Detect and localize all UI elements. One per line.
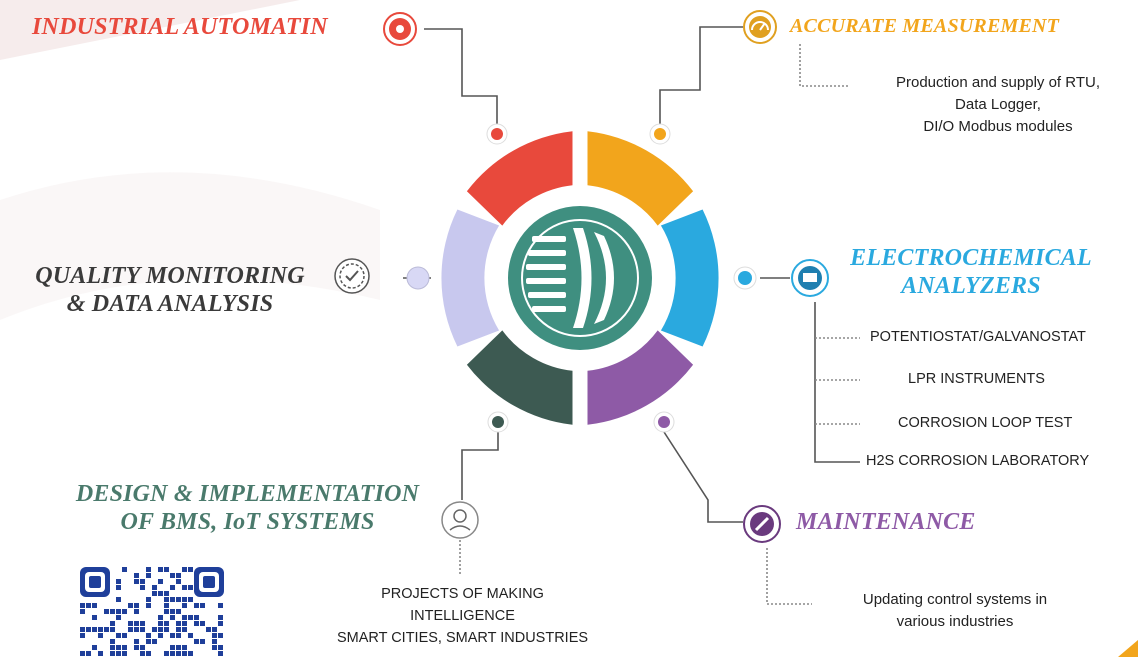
description-line: Updating control systems in (862, 591, 1048, 608)
analyzer-icon (791, 259, 829, 297)
electrochemical-analyzers-title: ELECTROCHEMICAL ANALYZERS (836, 244, 1106, 300)
connector-electro-spine (814, 302, 860, 463)
connector-dots (406, 123, 757, 433)
segment-industrial (466, 131, 573, 226)
title-line: & DATA ANALYSIS (66, 291, 274, 317)
segment-maintenance (587, 330, 694, 425)
description-line: Data Logger, (955, 96, 1041, 113)
gauge-icon (743, 10, 777, 44)
connector-design (461, 432, 499, 500)
connector-measurement-desc (799, 44, 850, 87)
design-bms-iot-title: DESIGN & IMPLEMENTATION OF BMS, IoT SYST… (55, 480, 440, 536)
list-item: H2S CORROSION LABORATORY (866, 453, 1090, 469)
gear-icon (383, 12, 417, 46)
design-bms-iot-description: PROJECTS OF MAKING INTELLIGENCE SMART CI… (300, 583, 625, 649)
segment-quality (441, 209, 500, 347)
connector-maintenance (663, 431, 743, 523)
segment-electro (660, 209, 719, 347)
accurate-measurement-description: Production and supply of RTU, Data Logge… (858, 72, 1138, 138)
background-wash-2 (0, 172, 380, 320)
badge-check-icon (334, 258, 370, 294)
description-line: various industries (896, 613, 1014, 630)
background-wash (0, 0, 300, 60)
title-line: QUALITY MONITORING (35, 263, 305, 289)
segment-design (466, 330, 573, 425)
maintenance-description: Updating control systems in various indu… (820, 589, 1090, 633)
corner-accent (1118, 640, 1138, 657)
ring-segments (441, 131, 719, 425)
network-icon (441, 501, 479, 539)
description-line: INTELLIGENCE (410, 608, 515, 624)
title-line: ANALYZERS (901, 273, 1041, 299)
segment-measurement (587, 131, 694, 226)
description-line: Production and supply of RTU, (895, 74, 1100, 91)
maintenance-title: MAINTENANCE (796, 509, 976, 535)
connector-lines (403, 26, 860, 605)
title-line: ELECTROCHEMICAL (850, 245, 1092, 271)
quality-monitoring-title: QUALITY MONITORING & DATA ANALYSIS (15, 262, 325, 318)
connector-maintenance-desc (766, 548, 812, 605)
description-line: PROJECTS OF MAKING (381, 586, 544, 602)
list-item: LPR INSTRUMENTS (908, 371, 1045, 387)
title-line: OF BMS, IoT SYSTEMS (120, 509, 375, 535)
description-line: SMART CITIES, SMART INDUSTRIES (336, 630, 589, 646)
accurate-measurement-title: ACCURATE MEASUREMENT (790, 15, 1060, 37)
wrench-icon (743, 505, 781, 543)
connector-measurement (659, 26, 743, 130)
title-line: DESIGN & IMPLEMENTATION (75, 481, 420, 507)
list-item: POTENTIOSTAT/GALVANOSTAT (870, 329, 1086, 345)
qr-code-icon (78, 565, 226, 657)
description-line: DI/O Modbus modules (923, 118, 1073, 135)
list-item: CORROSION LOOP TEST (898, 415, 1073, 431)
industrial-automation-title: INDUSTRIAL AUTOMATIN (32, 14, 328, 40)
connector-industrial (424, 28, 498, 130)
company-logo (500, 198, 660, 358)
